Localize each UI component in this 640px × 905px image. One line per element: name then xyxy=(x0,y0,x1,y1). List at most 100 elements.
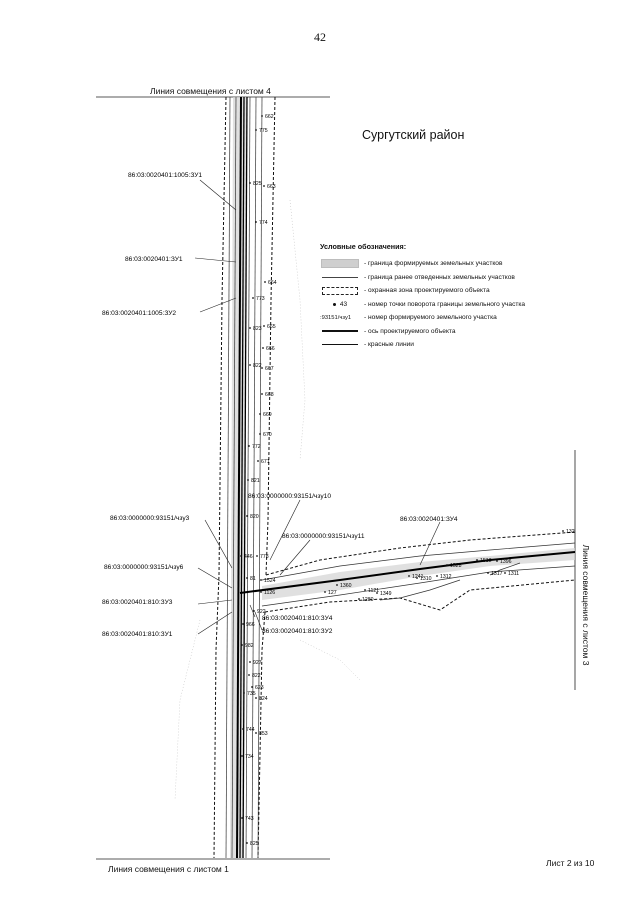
turning-point-label: 774 xyxy=(259,220,268,226)
legend-label: - ось проектируемого объекта xyxy=(364,327,456,335)
turning-point-label: 773 xyxy=(256,296,265,302)
turning-point-label: 1513 xyxy=(480,558,492,564)
parcel-label: 86:03:0020401:1005:ЗУ2 xyxy=(102,310,176,317)
turning-point-marker xyxy=(251,686,253,688)
turning-point-label: 666 xyxy=(266,346,275,352)
turning-point-marker xyxy=(259,413,261,415)
turning-point-marker xyxy=(436,575,438,577)
object-axes xyxy=(236,96,576,859)
turning-point-label: 81 xyxy=(250,576,256,582)
legend-symbol-dash xyxy=(320,286,360,296)
turning-point-label: 734 xyxy=(245,754,254,760)
turning-point-label: 1524 xyxy=(264,578,276,584)
turning-point-label: 1121 xyxy=(368,588,379,594)
turning-point-label: 665 xyxy=(267,324,276,330)
parcel-label: 86:03:0020401:ЗУ1 xyxy=(125,256,183,263)
faint-contours xyxy=(174,199,361,801)
legend-item: 43 - номер точки поворота границы земельн… xyxy=(320,298,570,312)
turning-point-marker xyxy=(257,460,259,462)
turning-point-marker xyxy=(260,591,262,593)
legend-label: - номер формируемого земельного участка xyxy=(364,314,497,322)
turning-point-label: 668 xyxy=(265,392,274,398)
parcel-label: 86:03:0020401:1005:ЗУ1 xyxy=(128,172,202,179)
turning-point-label: 1310 xyxy=(420,576,432,582)
turning-point-marker xyxy=(242,728,244,730)
legend-label: - номер точки поворота границы земельног… xyxy=(364,300,526,308)
turning-point-label: 623 xyxy=(255,685,264,691)
turning-point-label: 982 xyxy=(245,643,254,649)
parcel-label: 86:03:0000000:93151/чзу3 xyxy=(110,515,190,522)
turning-point-marker xyxy=(248,445,250,447)
turning-point-marker xyxy=(496,560,498,562)
turning-point-marker xyxy=(241,644,243,646)
turning-point-marker xyxy=(248,674,250,676)
turning-point-marker xyxy=(241,755,243,757)
legend-symbol-code: :93151/чзу1 xyxy=(320,313,360,323)
turning-point-label: 822 xyxy=(253,363,262,369)
bottom-match-line-label: Линия совмещения с листом 1 xyxy=(108,864,229,874)
turning-point-marker xyxy=(253,610,255,612)
turning-point-label: 127 xyxy=(328,590,337,596)
turning-point-marker xyxy=(504,572,506,574)
turning-point-marker xyxy=(255,129,257,131)
legend-label: - красные линии xyxy=(364,341,414,349)
turning-point-marker xyxy=(243,692,245,694)
turning-point-marker xyxy=(247,479,249,481)
legend-item: - граница ранее отведенных земельных уча… xyxy=(320,271,570,285)
turning-point-marker xyxy=(408,575,410,577)
point-markers xyxy=(240,115,564,844)
turning-point-marker xyxy=(246,842,248,844)
turning-point-marker xyxy=(476,559,478,561)
parcel-label: 86:03:0020401:ЗУ4 xyxy=(400,516,458,523)
turning-point-label: 743 xyxy=(245,816,254,822)
turning-point-marker xyxy=(364,589,366,591)
legend-item: - красные линии xyxy=(320,338,570,352)
red-lines xyxy=(239,96,248,859)
turning-point-label: 664 xyxy=(268,280,277,286)
legend-item: - граница формируемых земельных участков xyxy=(320,257,570,271)
turning-point-label: 1396 xyxy=(500,559,512,565)
turning-point-label: 669 xyxy=(263,412,272,418)
turning-point-marker xyxy=(336,584,338,586)
turning-point-label: 671 xyxy=(261,459,270,465)
protection-zone xyxy=(213,96,576,859)
sheet-label: Лист 2 из 10 xyxy=(546,858,595,868)
turning-point-label: 1311 xyxy=(508,571,519,577)
legend-symbol-point: 43 xyxy=(320,299,360,309)
legend-rows: - граница формируемых земельных участков… xyxy=(320,257,570,352)
parcel-label: 86:03:0020401:810:ЗУ3 xyxy=(102,599,173,606)
turning-point-label: 820 xyxy=(250,514,259,520)
turning-point-label: 922 xyxy=(257,609,266,615)
turning-point-marker xyxy=(264,281,266,283)
turning-point-label: 825 xyxy=(250,841,259,847)
turning-point-marker xyxy=(487,572,489,574)
turning-point-label: 772 xyxy=(252,444,261,450)
parcel-labels: 86:03:0020401:1005:ЗУ1 86:03:0020401:ЗУ1… xyxy=(102,172,458,638)
turning-point-label: 744 xyxy=(246,727,255,733)
turning-point-label: 824 xyxy=(259,696,268,702)
turning-point-label: 775 xyxy=(259,128,268,134)
turning-point-marker xyxy=(255,221,257,223)
turning-point-marker xyxy=(261,393,263,395)
turning-point-label: 1280 xyxy=(362,597,374,603)
legend-item: - ось проектируемого объекта xyxy=(320,325,570,339)
turning-point-marker xyxy=(249,661,251,663)
legend: Условные обозначения: - граница формируе… xyxy=(320,242,570,352)
page-number: 42 xyxy=(314,30,326,44)
turning-point-label: 663 xyxy=(267,184,276,190)
legend-item: :93151/чзу1 - номер формируемого земельно… xyxy=(320,311,570,325)
turning-point-label: 1241 xyxy=(412,574,424,580)
turning-point-label: 132 xyxy=(566,529,575,535)
legend-label: - граница формируемых земельных участков xyxy=(364,260,503,268)
turning-point-marker xyxy=(249,182,251,184)
turning-point-marker xyxy=(242,623,244,625)
turning-point-marker xyxy=(252,297,254,299)
turning-point-label: 735 xyxy=(247,691,256,697)
legend-symbol-text: :93151/чзу1 xyxy=(320,314,352,321)
turning-point-marker xyxy=(246,577,248,579)
parcel-label: 86:03:0000000:93151/чзу10 xyxy=(248,493,331,500)
legend-label: - охранная зона проектируемого объекта xyxy=(364,287,490,295)
legend-symbol-thick xyxy=(320,326,360,336)
